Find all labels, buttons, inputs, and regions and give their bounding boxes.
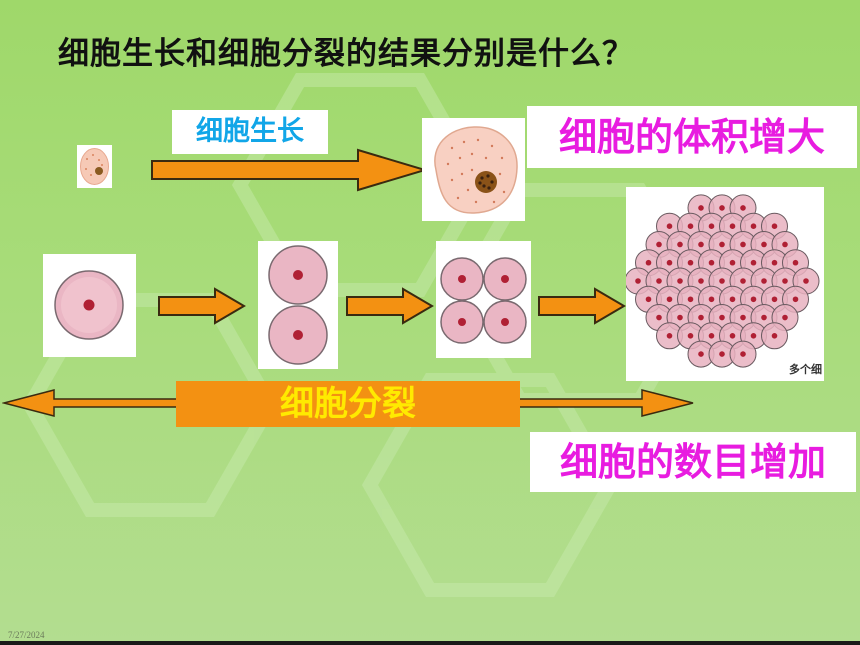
cluster-nucleus-9 xyxy=(656,241,662,248)
cluster-nucleus-29 xyxy=(740,278,746,284)
cluster-nucleus-42 xyxy=(677,314,683,321)
cluster-nucleus-36 xyxy=(708,296,715,303)
cluster-nucleus-13 xyxy=(740,241,746,248)
cluster-nucleus-8 xyxy=(771,223,778,229)
slide-date: 7/27/2024 xyxy=(8,630,45,640)
cluster-nucleus-44 xyxy=(719,314,725,321)
cluster-nucleus-32 xyxy=(803,278,809,284)
cluster-nucleus-46 xyxy=(761,314,767,321)
cluster-nucleus-30 xyxy=(761,278,767,284)
one-cell-image xyxy=(43,254,136,357)
cluster-nucleus-39 xyxy=(771,296,778,303)
cluster-nucleus-55 xyxy=(719,351,725,357)
cluster-nucleus-43 xyxy=(698,314,704,321)
cluster-nucleus-5 xyxy=(708,223,715,229)
cluster-nucleus-38 xyxy=(750,296,757,303)
cluster-nucleus-24 xyxy=(635,278,641,284)
cluster-nucleus-14 xyxy=(761,241,767,248)
cluster-nucleus-11 xyxy=(698,241,704,248)
cluster-nucleus-1 xyxy=(719,205,725,211)
cluster-nucleus-25 xyxy=(656,278,662,284)
division-arrow-1 xyxy=(158,287,246,325)
cluster-nucleus-49 xyxy=(687,333,694,339)
cluster-nucleus-50 xyxy=(708,333,715,339)
four-cells-image xyxy=(436,241,531,358)
grown-cell-image xyxy=(422,118,525,221)
cluster-nucleus-28 xyxy=(719,278,725,284)
cluster-nucleus-10 xyxy=(677,241,683,248)
cluster-nucleus-47 xyxy=(782,314,788,321)
cluster-nucleus-20 xyxy=(729,259,736,266)
bottom-bar xyxy=(0,641,860,645)
cluster-nucleus-7 xyxy=(750,223,757,229)
many-cells-caption: 多个细 xyxy=(789,363,822,376)
cluster-nucleus-48 xyxy=(666,333,673,339)
cluster-nucleus-12 xyxy=(719,241,725,248)
cluster-nucleus-15 xyxy=(782,241,788,248)
cluster-nucleus-4 xyxy=(687,223,694,229)
cluster-nucleus-41 xyxy=(656,314,662,321)
cluster-nucleus-22 xyxy=(771,259,778,266)
small-cell-image xyxy=(77,145,112,188)
cluster-nucleus-35 xyxy=(687,296,694,303)
slide-title: 细胞生长和细胞分裂的结果分别是什么？ xyxy=(58,36,634,72)
cluster-nucleus-18 xyxy=(687,259,694,266)
cluster-nucleus-21 xyxy=(750,259,757,266)
cluster-nucleus-16 xyxy=(645,259,652,266)
cluster-nucleus-40 xyxy=(792,296,799,303)
cluster-nucleus-3 xyxy=(666,223,673,229)
growth-result-label: 细胞的体积增大 xyxy=(527,106,857,168)
cluster-nucleus-17 xyxy=(666,259,673,266)
cluster-nucleus-51 xyxy=(729,333,736,339)
cluster-nucleus-31 xyxy=(782,278,788,284)
cluster-nucleus-6 xyxy=(729,223,736,229)
cluster-nucleus-33 xyxy=(645,296,652,303)
division-arrow-2 xyxy=(346,287,434,325)
cluster-nucleus-23 xyxy=(792,259,799,266)
division-result-label: 细胞的数目增加 xyxy=(530,432,856,492)
cluster-nucleus-27 xyxy=(698,278,704,284)
cluster-nucleus-19 xyxy=(708,259,715,266)
division-arrow-3 xyxy=(538,287,626,325)
growth-arrow xyxy=(151,148,428,192)
cluster-nucleus-52 xyxy=(750,333,757,339)
cluster-nucleus-0 xyxy=(698,205,704,211)
cluster-nucleus-34 xyxy=(666,296,673,303)
two-cells-image xyxy=(258,241,338,369)
cluster-nucleus-26 xyxy=(677,278,683,284)
many-cells-image: 多个细 xyxy=(626,187,824,381)
cluster-nucleus-2 xyxy=(740,205,746,211)
cluster-nucleus-53 xyxy=(771,333,778,339)
cluster-nucleus-54 xyxy=(698,351,704,357)
cluster-nucleus-45 xyxy=(740,314,746,321)
cluster-nucleus-37 xyxy=(729,296,736,303)
cluster-nucleus-56 xyxy=(740,351,746,357)
division-label: 细胞分裂 xyxy=(176,381,520,427)
growth-label: 细胞生长 xyxy=(172,110,328,154)
